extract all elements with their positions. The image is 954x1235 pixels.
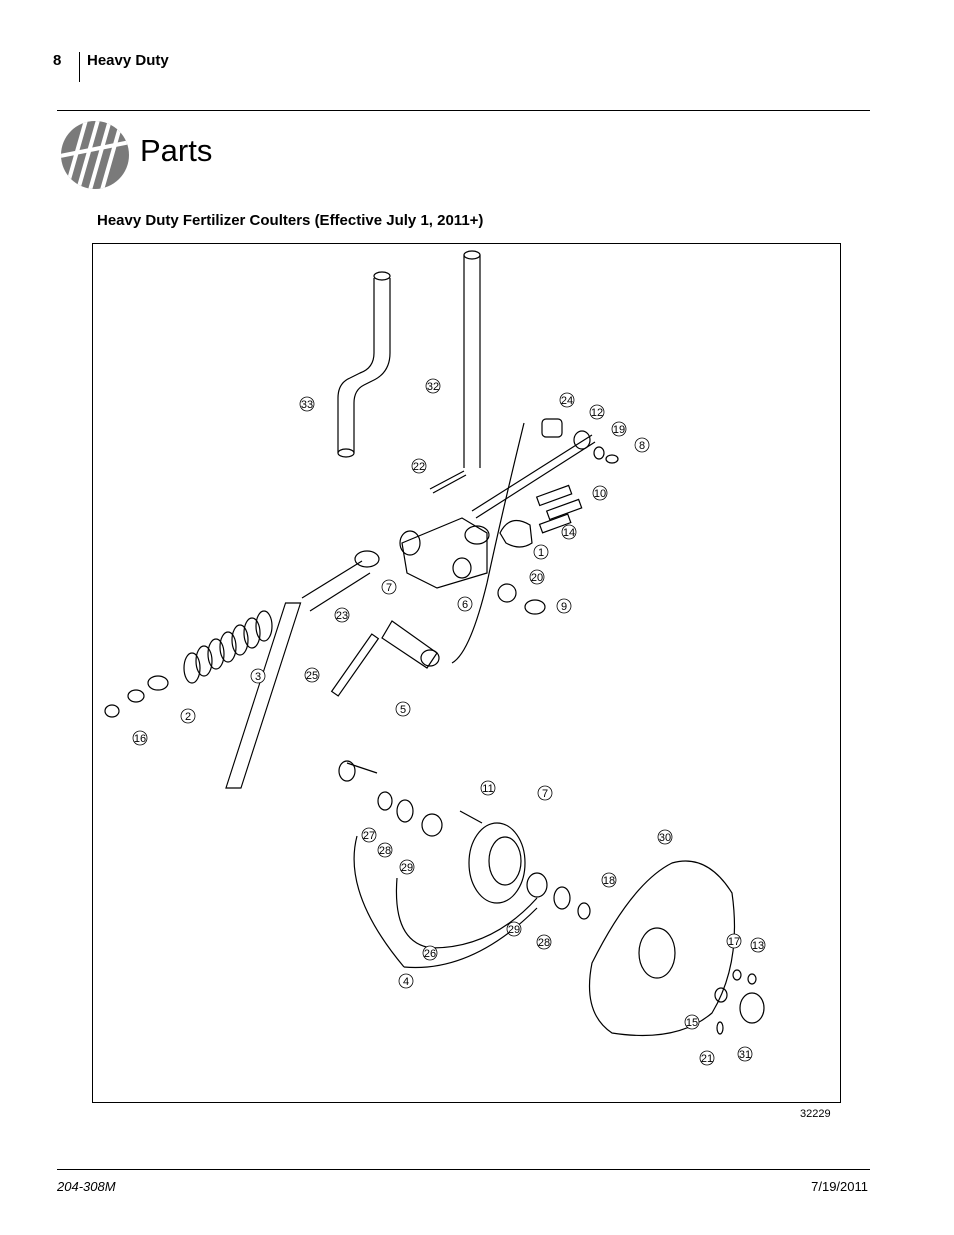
callout-label: 4 bbox=[403, 976, 409, 988]
footer-rule bbox=[57, 1169, 870, 1170]
callout-label: 33 bbox=[301, 399, 313, 411]
callout-label: 15 bbox=[686, 1017, 698, 1029]
callout-label: 23 bbox=[336, 610, 348, 622]
callout-label: 1 bbox=[538, 547, 544, 559]
callout-label: 7 bbox=[542, 788, 548, 800]
callout-label: 12 bbox=[591, 407, 603, 419]
callout-label: 5 bbox=[400, 704, 406, 716]
callout-label: 27 bbox=[363, 830, 375, 842]
header-divider bbox=[79, 52, 80, 82]
callout-label: 11 bbox=[482, 783, 493, 795]
callout-label: 18 bbox=[603, 875, 615, 887]
callout-label: 7 bbox=[386, 582, 392, 594]
callout-label: 20 bbox=[531, 572, 543, 584]
callout-label: 2 bbox=[185, 711, 191, 723]
header-title: Heavy Duty bbox=[87, 52, 169, 69]
footer-date: 7/19/2011 bbox=[811, 1179, 868, 1194]
callout-label: 8 bbox=[639, 440, 645, 452]
callout-label: 22 bbox=[413, 461, 425, 473]
callout-label: 10 bbox=[594, 488, 606, 500]
section-title: Parts bbox=[140, 133, 213, 168]
footer-doc-number: 204-308M bbox=[57, 1179, 116, 1194]
callout-label: 6 bbox=[462, 599, 468, 611]
callout-label: 13 bbox=[752, 940, 764, 952]
diagram-title: Heavy Duty Fertilizer Coulters (Effectiv… bbox=[97, 212, 484, 229]
parts-diagram: 33 32 24 12 19 8 22 10 14 1 7 6 20 9 23 … bbox=[104, 250, 766, 1066]
header-rule bbox=[57, 110, 870, 111]
callout-label: 32 bbox=[427, 381, 439, 393]
callout-label: 3 bbox=[255, 671, 261, 683]
callout-label: 9 bbox=[561, 601, 567, 613]
callout-label: 14 bbox=[563, 527, 575, 539]
callout-label: 17 bbox=[728, 936, 740, 948]
callout-label: 28 bbox=[538, 937, 550, 949]
page-number: 8 bbox=[53, 52, 62, 69]
callout-label: 25 bbox=[306, 670, 318, 682]
drawing-number: 32229 bbox=[800, 1108, 831, 1120]
callout-label: 16 bbox=[134, 733, 146, 745]
callout-label: 21 bbox=[701, 1053, 713, 1065]
callout-label: 26 bbox=[424, 948, 436, 960]
callout-label: 30 bbox=[659, 832, 671, 844]
callout-label: 29 bbox=[401, 862, 413, 874]
callout-label: 28 bbox=[379, 845, 391, 857]
logo-icon bbox=[61, 121, 129, 189]
callout-label: 24 bbox=[561, 395, 573, 407]
callout-label: 29 bbox=[508, 924, 520, 936]
callout-label: 31 bbox=[739, 1049, 751, 1061]
callout-label: 19 bbox=[613, 424, 625, 436]
diagram-frame bbox=[92, 243, 841, 1103]
